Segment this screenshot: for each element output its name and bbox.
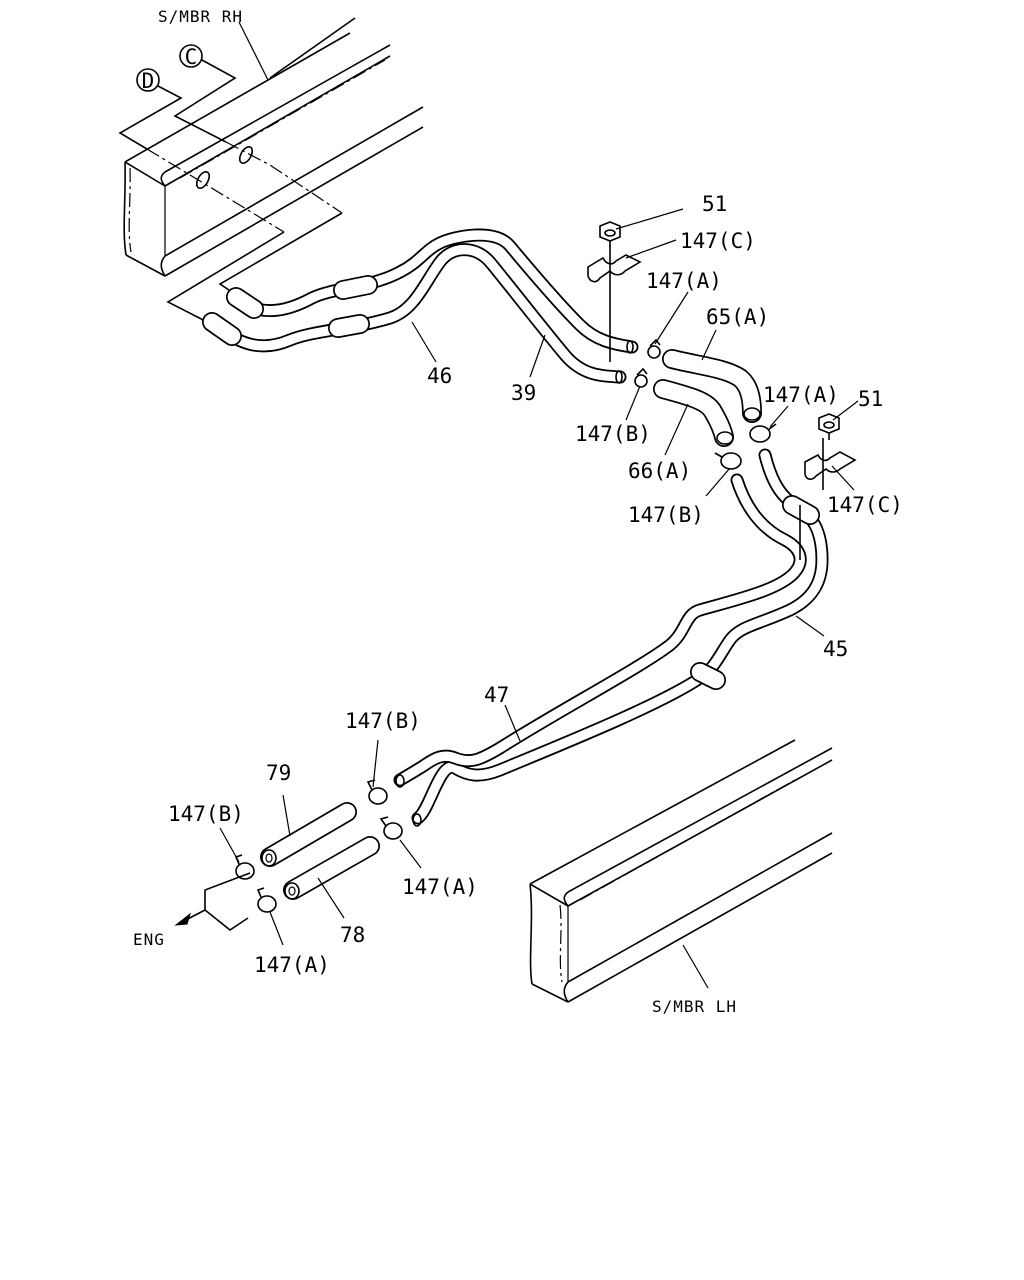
hose-clip-147b-3 (366, 779, 388, 805)
label-eng: ENG (133, 930, 165, 949)
part-label-51-top: 51 (702, 192, 727, 216)
clamp-147c-right (804, 438, 857, 490)
part-label-147b-2: 147(B) (628, 503, 704, 527)
part-label-147c-right: 147(C) (827, 493, 903, 517)
part-label-147a-4: 147(A) (254, 953, 330, 977)
callout-c-label: C (185, 45, 198, 69)
label-side-member-rh: S/MBR RH (158, 7, 243, 26)
hose-65a (662, 349, 762, 423)
part-label-66a: 66(A) (628, 459, 691, 483)
part-label-79: 79 (266, 761, 291, 785)
part-label-65a: 65(A) (706, 305, 769, 329)
leader-lines (219, 208, 859, 946)
rubber-hoses-mid (395, 495, 820, 827)
hose-clip-147a-3 (379, 816, 403, 840)
part-label-147c-top: 147(C) (680, 229, 756, 253)
part-label-78: 78 (340, 923, 365, 947)
part-label-147b-1: 147(B) (575, 422, 651, 446)
part-label-51-right: 51 (858, 387, 883, 411)
side-member-lh (529, 739, 833, 1003)
part-label-147a-3: 147(A) (402, 875, 478, 899)
pipe-45 (411, 448, 829, 825)
pipe-39 (233, 228, 639, 354)
part-label-46: 46 (427, 364, 452, 388)
part-label-147b-3: 147(B) (345, 709, 421, 733)
rubber-hoses-rh (202, 275, 634, 384)
bolt-51-top (599, 221, 621, 246)
callout-d-label: D (142, 69, 155, 93)
part-label-45: 45 (823, 637, 848, 661)
pipe-46 (208, 243, 627, 384)
pipe-47 (393, 473, 807, 787)
hose-clip-147a-2 (749, 423, 777, 443)
hose-clip-147b-2 (714, 452, 742, 470)
part-label-147a-1: 147(A) (646, 269, 722, 293)
hose-clip-147b-1 (634, 367, 648, 388)
part-label-47: 47 (484, 683, 509, 707)
part-label-147a-2: 147(A) (763, 383, 839, 407)
hose-79 (260, 802, 357, 867)
callout-d: D (118, 68, 285, 326)
hose-clip-147a-4 (256, 887, 277, 913)
hose-66a (653, 379, 734, 447)
side-member-rh (123, 17, 424, 277)
callout-c: C (173, 44, 343, 297)
hose-78 (283, 836, 380, 900)
label-side-member-lh: S/MBR LH (652, 997, 737, 1016)
clamp-147c-top (587, 245, 642, 295)
hose-clip-147a-1 (647, 338, 661, 359)
part-label-147b-4: 147(B) (168, 802, 244, 826)
part-label-39: 39 (511, 381, 536, 405)
engine-direction-arrow (174, 872, 251, 931)
